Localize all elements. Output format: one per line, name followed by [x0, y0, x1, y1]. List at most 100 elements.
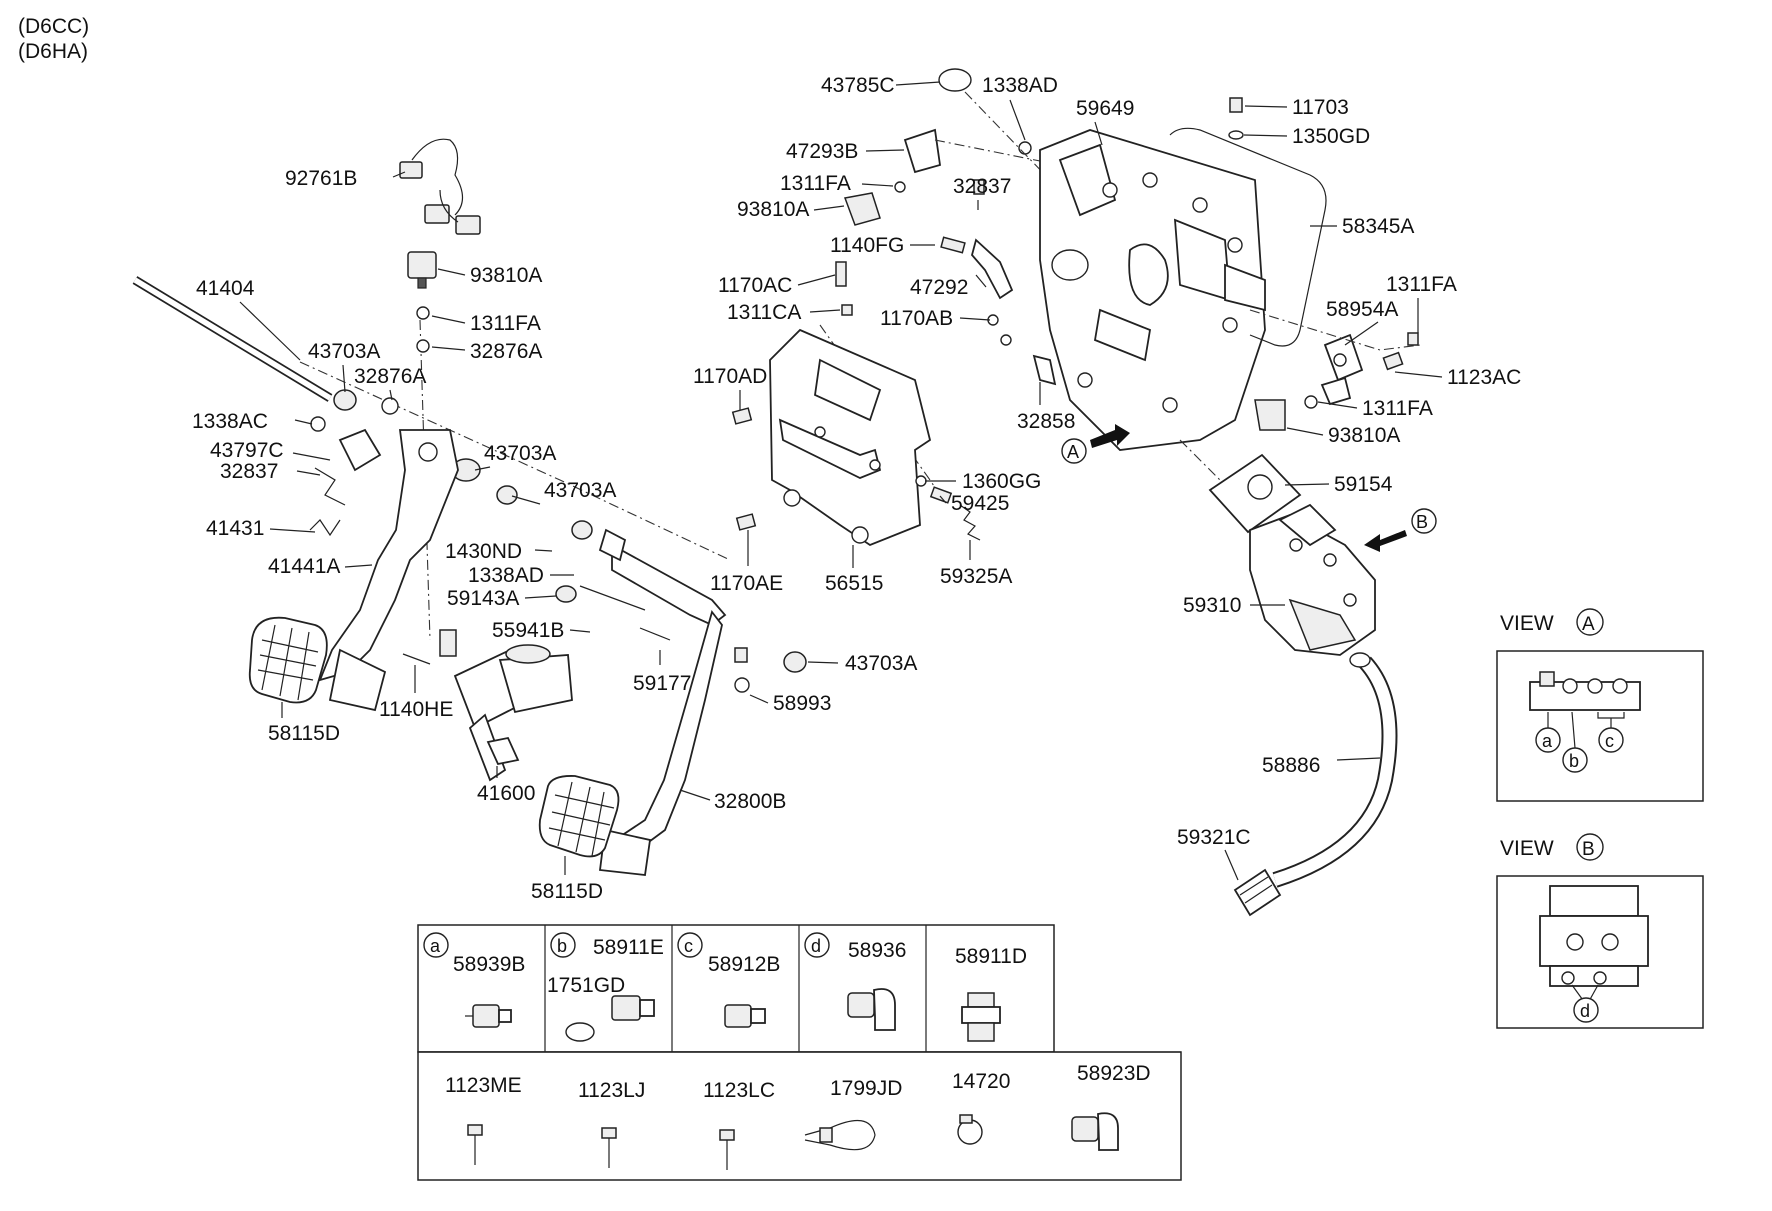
callout-1170AE: 1170AE — [710, 572, 783, 595]
pedal-bracket-drawing — [769, 328, 932, 547]
elbow-58923D-drawing — [1071, 1112, 1119, 1151]
callout-43703A: 43703A — [544, 479, 616, 502]
pedal-pad-left-drawing — [248, 616, 328, 704]
leader-line — [1394, 371, 1443, 378]
callout-labels: 92761B4140493810A1311FA32876A43703A32876… — [192, 74, 1521, 903]
leader-line — [524, 595, 557, 599]
table-code-58939B: 58939B — [453, 953, 525, 976]
callout-1311FA: 1311FA — [470, 312, 541, 335]
parts-table: a 58939B b 58911E 1751GD c 58912B d 5893… — [417, 924, 1182, 1181]
brake-pedal-drawing — [579, 528, 750, 876]
leader-line — [1224, 849, 1239, 881]
callout-59649: 59649 — [1076, 97, 1134, 120]
callout-1311FA: 1311FA — [780, 172, 851, 195]
view-a-panel: VIEW A a b c — [1496, 608, 1704, 802]
view-b-title: VIEW — [1500, 837, 1554, 860]
callout-93810A: 93810A — [737, 198, 809, 221]
view-a-title: VIEW — [1500, 612, 1554, 635]
bolt-1123LC-drawing — [719, 1129, 735, 1170]
callout-41404: 41404 — [196, 277, 255, 300]
leader-line — [1336, 757, 1381, 761]
view-a-point-c — [1598, 727, 1624, 753]
nut-drawing — [416, 306, 430, 320]
callout-1123AC: 1123AC — [1447, 366, 1521, 389]
tie-1799JD-drawing — [804, 1119, 876, 1151]
fitting-58912B-drawing — [724, 1004, 766, 1028]
table-code-58912B: 58912B — [708, 953, 780, 976]
callout-1311FA: 1311FA — [1362, 397, 1433, 420]
callout-58345A: 58345A — [1342, 215, 1414, 238]
callout-43703A: 43703A — [308, 340, 380, 363]
callout-58886: 58886 — [1262, 754, 1320, 777]
leader-line — [474, 466, 491, 471]
callout-32837: 32837 — [220, 460, 278, 483]
leader-line — [269, 528, 316, 533]
callout-58115D: 58115D — [268, 722, 340, 745]
svg-text:A: A — [1067, 442, 1079, 462]
leader-line — [813, 205, 845, 211]
table-code-58936: 58936 — [848, 939, 906, 962]
valve-housing-drawing — [1039, 129, 1266, 451]
callout-47293B: 47293B — [786, 140, 858, 163]
view-a-point-a — [1535, 727, 1561, 753]
switch-drawing-left — [407, 251, 437, 289]
fitting-58911E-drawing — [611, 995, 655, 1021]
table-code-1123ME: 1123ME — [445, 1074, 522, 1097]
callout-59425: 59425 — [951, 492, 1009, 515]
master-cylinder-drawing — [402, 629, 573, 782]
leader-line — [865, 149, 905, 152]
table-code-58911E: 58911E — [593, 936, 664, 959]
bolt-1123LJ-drawing — [601, 1127, 617, 1168]
top-right-bolt-drawing — [1228, 97, 1244, 140]
leader-line — [679, 789, 711, 801]
mounting-plate-drawing — [1208, 453, 1302, 534]
callout-58954A: 58954A — [1326, 298, 1398, 321]
table-letter-c: c — [684, 936, 693, 956]
axis-line-7 — [1179, 439, 1241, 501]
leader-line — [296, 470, 321, 476]
clutch-pedal-drawing — [318, 429, 459, 712]
leader-line — [959, 317, 991, 321]
leader-line — [1284, 483, 1330, 486]
axis-line-6 — [1249, 309, 1421, 351]
table-code-1123LC: 1123LC — [703, 1079, 775, 1102]
table-code-1751GD: 1751GD — [547, 974, 625, 997]
leader-line — [569, 629, 591, 633]
pedal-shaft-drawing — [132, 276, 333, 402]
callout-32876A: 32876A — [470, 340, 542, 363]
view-b-panel: VIEW B d — [1496, 833, 1704, 1029]
callout-41431: 41431 — [206, 517, 264, 540]
bolt-1123ME-drawing — [467, 1124, 483, 1165]
callout-1170AB: 1170AB — [880, 307, 953, 330]
leader-line — [895, 81, 941, 86]
leader-line — [1344, 321, 1379, 346]
view-a-point-b — [1562, 747, 1588, 773]
callout-59177: 59177 — [633, 672, 691, 695]
callout-93810A: 93810A — [470, 264, 542, 287]
callout-55941B: 55941B — [492, 619, 564, 642]
spring-and-bracket-drawing — [309, 416, 382, 537]
callout-59321C: 59321C — [1177, 826, 1251, 849]
callout-1338AD: 1338AD — [982, 74, 1058, 97]
leader-line — [294, 419, 313, 425]
callout-1170AC: 1170AC — [718, 274, 792, 297]
callout-47292: 47292 — [910, 276, 968, 299]
leader-line — [807, 661, 839, 664]
leader-line — [392, 171, 406, 178]
gasket-drawing — [1169, 127, 1327, 347]
table-code-58923D: 58923D — [1077, 1062, 1151, 1085]
callout-43785C: 43785C — [821, 74, 895, 97]
svg-text:d: d — [1580, 1001, 1590, 1021]
callout-32837: 32837 — [953, 175, 1011, 198]
leader-line — [534, 549, 553, 552]
leader-line — [437, 268, 466, 276]
o-ring-1751GD-drawing — [565, 1022, 595, 1042]
table-code-58911D: 58911D — [955, 945, 1027, 968]
callout-43797C: 43797C — [210, 439, 284, 462]
table-letter-a: a — [430, 936, 441, 956]
leader-line — [431, 346, 466, 351]
svg-text:c: c — [1605, 731, 1614, 751]
callout-59154: 59154 — [1334, 473, 1393, 496]
engine-code-2: (D6HA) — [18, 40, 88, 63]
callout-11703: 11703 — [1292, 96, 1349, 119]
